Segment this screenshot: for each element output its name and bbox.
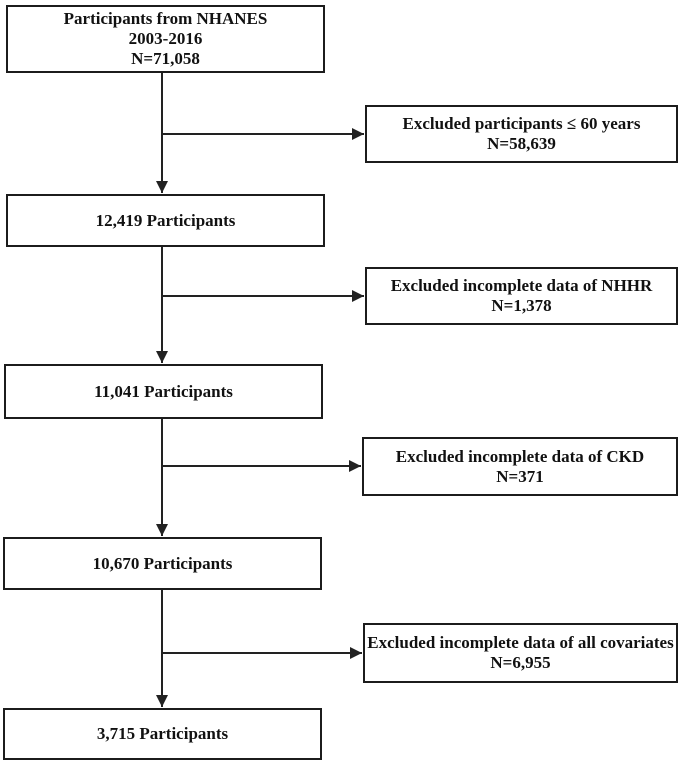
node-text-line: 11,041 Participants bbox=[94, 381, 233, 401]
node-final-sample: 3,715 Participants bbox=[3, 708, 322, 760]
node-excluded-nhhr: Excluded incomplete data of NHHR N=1,378 bbox=[365, 267, 678, 325]
node-after-age-exclusion: 12,419 Participants bbox=[6, 194, 325, 247]
node-after-ckd-exclusion: 10,670 Participants bbox=[3, 537, 322, 590]
node-excluded-age: Excluded participants ≤ 60 years N=58,63… bbox=[365, 105, 678, 163]
node-text-line: 10,670 Participants bbox=[92, 553, 233, 573]
node-text-line: N=6,955 bbox=[490, 653, 551, 672]
node-text-line: Excluded incomplete data of NHHR bbox=[390, 276, 653, 295]
node-excluded-ckd: Excluded incomplete data of CKD N=371 bbox=[362, 437, 678, 496]
node-text-line: N=371 bbox=[496, 466, 544, 486]
node-text-line: 2003-2016 bbox=[128, 29, 203, 48]
node-text-line: Excluded participants ≤ 60 years bbox=[402, 114, 641, 133]
node-text-line: Excluded incomplete data of CKD bbox=[395, 446, 645, 466]
node-text-line: Excluded incomplete data of all covariat… bbox=[367, 633, 674, 652]
node-text-line: N=1,378 bbox=[491, 296, 552, 315]
node-text-line: N=71,058 bbox=[131, 49, 200, 68]
node-excluded-covariates: Excluded incomplete data of all covariat… bbox=[363, 623, 678, 683]
node-text-line: Participants from NHANES bbox=[63, 9, 268, 28]
node-after-nhhr-exclusion: 11,041 Participants bbox=[4, 364, 323, 419]
node-text-line: N=58,639 bbox=[487, 134, 556, 153]
node-text-line: 3,715 Participants bbox=[96, 724, 229, 743]
node-text-line: 12,419 Participants bbox=[95, 210, 236, 230]
node-nhanes-source: Participants from NHANES 2003-2016 N=71,… bbox=[6, 5, 325, 73]
